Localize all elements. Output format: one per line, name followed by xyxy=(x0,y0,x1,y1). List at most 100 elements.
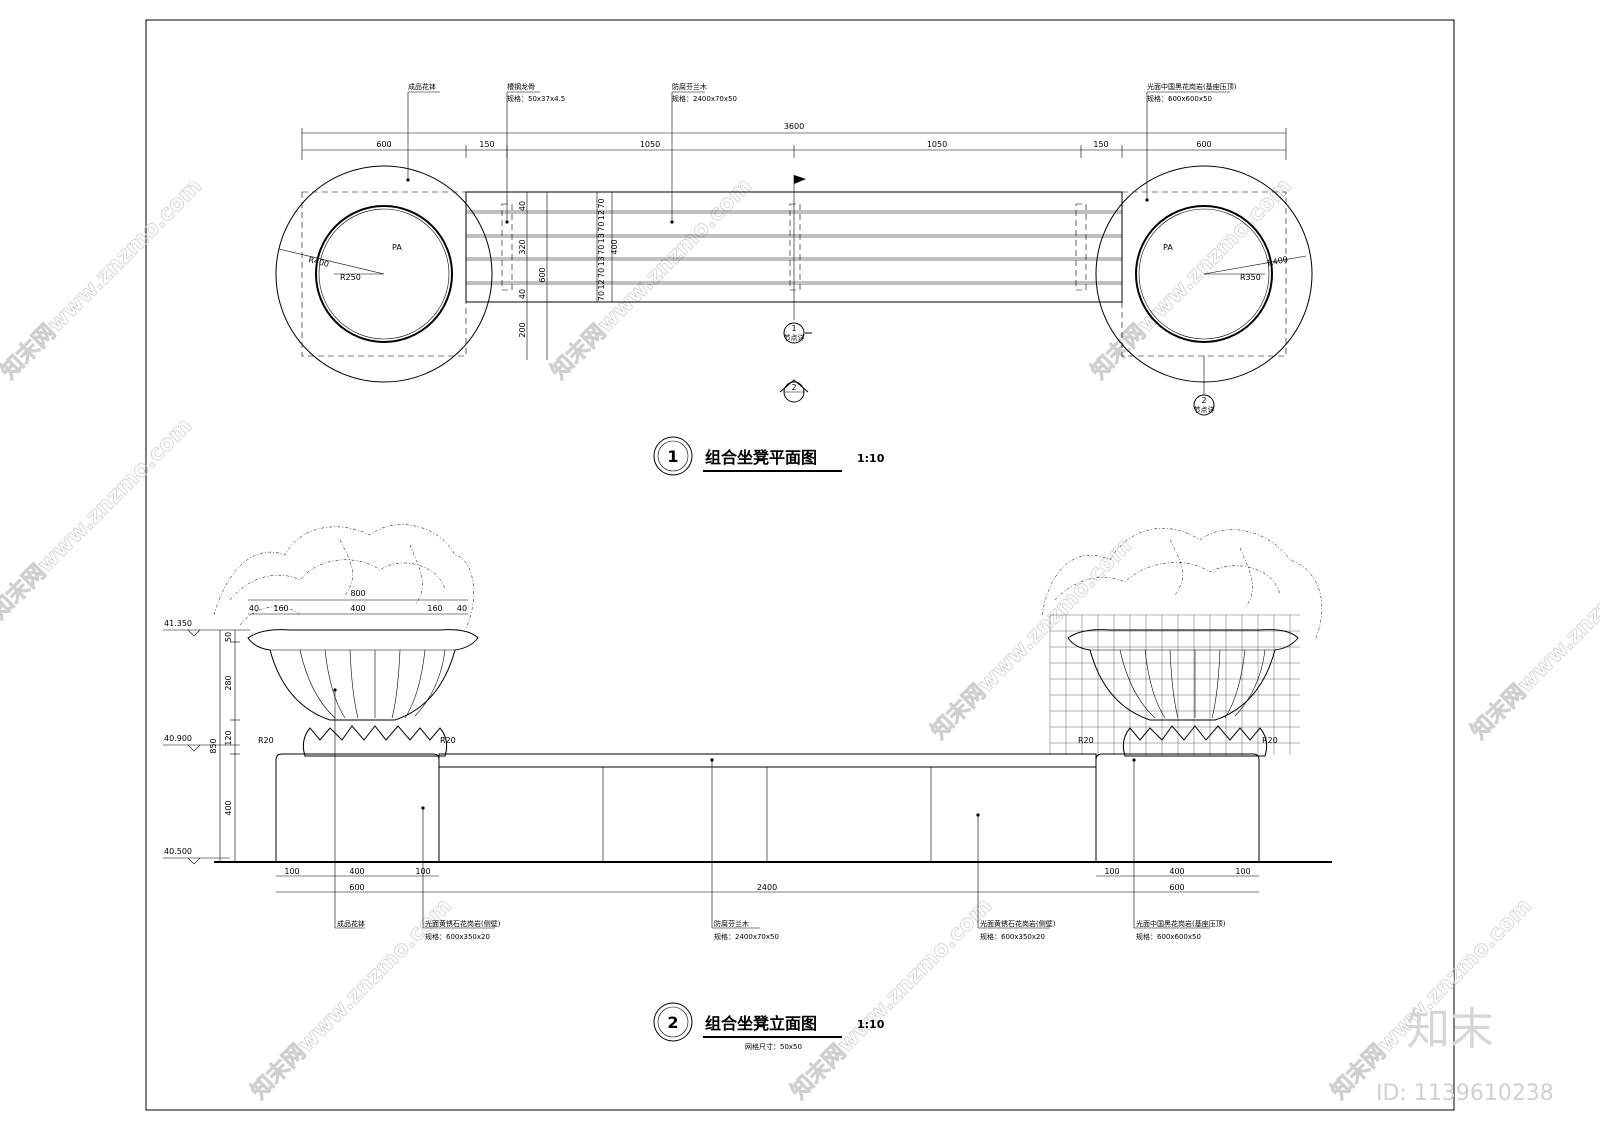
section-marker-1-num: 1 xyxy=(791,324,796,333)
dim-plan-2: 1050 xyxy=(640,140,660,149)
dim-v-2: 40 xyxy=(518,289,527,299)
elev-note-2-spec: 规格：2400x70x50 xyxy=(714,932,779,941)
brand-id: ID: 1139610238 xyxy=(1376,1081,1554,1106)
elev-note-3: 光面黄锈石花岗岩(侧壁) xyxy=(980,919,1056,928)
elev-note-1: 光面黄锈石花岗岩(侧壁) xyxy=(425,919,501,928)
slat-dim: 70 xyxy=(597,268,606,278)
plan-note-1-spec: 规格：50x37x4.5 xyxy=(507,94,565,103)
level-0: 41.350 xyxy=(164,619,192,628)
watermark-text: 知末网www.znzmo.com xyxy=(926,533,1137,744)
svg-text:知末网www.znzmo.com: 知末网www.znzmo.com xyxy=(0,413,197,624)
dim-v-4: 600 xyxy=(538,267,547,282)
radius-right-outer: R400 xyxy=(1267,255,1289,268)
dim-pot-3: 400 xyxy=(350,604,365,613)
dim-h-2: 120 xyxy=(224,730,233,745)
radius-elev-1: R20 xyxy=(440,736,456,745)
section-marker-3-num: 2 xyxy=(1201,396,1206,405)
dim-plan-5: 600 xyxy=(1196,140,1211,149)
elev-note-2: 防腐芬兰木 xyxy=(714,919,749,928)
dim-h-1: 280 xyxy=(224,675,233,690)
foliage-left xyxy=(213,524,474,631)
dim-br-1: 400 xyxy=(1169,867,1184,876)
svg-text:知末网www.znzmo.com: 知末网www.znzmo.com xyxy=(1326,893,1537,1104)
dim-br-3: 600 xyxy=(1169,883,1184,892)
elevation-view: R20 R20 R20 R20 41.350 40.900 40.500 50 … xyxy=(163,524,1332,1051)
radius-elev-2: R20 xyxy=(1078,736,1094,745)
planter-right-inner xyxy=(1135,205,1273,343)
dim-plan-0: 600 xyxy=(376,140,391,149)
pa-left: PA xyxy=(392,243,402,252)
watermark-layer: 知末网www.znzmo.com 知末网www.znzmo.com 知末网www… xyxy=(0,173,1600,1105)
dim-bl-1: 400 xyxy=(349,867,364,876)
section-marker-3 xyxy=(1193,394,1215,416)
grid-note: 网格尺寸：50x50 xyxy=(745,1042,802,1051)
elev-note-1-spec: 规格：600x350x20 xyxy=(425,932,490,941)
plan-title-index: 1 xyxy=(667,447,678,466)
svg-text:知末网www.znzmo.com: 知末网www.znzmo.com xyxy=(786,893,997,1104)
plan-note-3-spec: 规格：600x600x50 xyxy=(1147,94,1212,103)
svg-text:知末网www.znzmo.com: 知末网www.znzmo.com xyxy=(1466,533,1600,744)
slat-dim: 12 xyxy=(597,279,606,289)
dim-br-0: 100 xyxy=(1104,867,1119,876)
planter-left-outer xyxy=(275,165,493,383)
elev-note-0: 成品花钵 xyxy=(337,919,365,928)
plan-note-2: 防腐芬兰木 xyxy=(672,82,707,91)
watermark-text: 知末网www.znzmo.com xyxy=(1326,893,1537,1104)
watermark-text: 知末网www.znzmo.com xyxy=(1466,533,1600,744)
elev-note-4: 光面中国黑花岗岩(基座压顶) xyxy=(1136,919,1226,928)
dim-pot-5: 40 xyxy=(457,604,467,613)
section-marker-2-num: 2 xyxy=(791,383,796,392)
sheet-frame xyxy=(145,19,1455,1111)
elev-note-3-spec: 规格：600x350x20 xyxy=(980,932,1045,941)
plan-scale: 1:10 xyxy=(857,452,885,465)
dim-pot-1: 40 xyxy=(249,604,259,613)
dim-h-0: 50 xyxy=(224,632,233,642)
dim-plan-3: 1050 xyxy=(927,140,947,149)
watermark-text: 知末网www.znzmo.com xyxy=(546,173,757,384)
bench-elevation xyxy=(438,753,1097,863)
slat-dim: 12 xyxy=(597,210,606,220)
foliage-right xyxy=(1041,528,1323,641)
radius-left-outer: R400 xyxy=(308,255,330,269)
dim-bl-3: 600 xyxy=(349,883,364,892)
plan-note-2-spec: 规格：2400x70x50 xyxy=(672,94,737,103)
section-marker-3-sub: 节点详 xyxy=(1194,405,1215,414)
elev-title-index: 2 xyxy=(667,1013,678,1032)
brand-logo: 知末 xyxy=(1406,1004,1494,1055)
slat-dim: 70 xyxy=(597,245,606,255)
plan-title-index-circle xyxy=(653,436,693,476)
plan-title: 组合坐凳平面图 xyxy=(705,448,817,467)
watermark-text: 知末网www.znzmo.com xyxy=(0,413,197,624)
watermark-text: 知末网www.znzmo.com xyxy=(786,893,997,1104)
dim-h-4: 850 xyxy=(209,738,218,753)
plan-note-3: 光面中国黑花岗岩(基座压顶) xyxy=(1147,82,1237,91)
elevation-grid xyxy=(1049,614,1300,755)
radius-left-inner: R250 xyxy=(340,273,361,282)
pot-right xyxy=(1067,629,1299,757)
dim-v-3: 200 xyxy=(518,322,527,337)
dim-br-2: 100 xyxy=(1235,867,1250,876)
dim-bench: 2400 xyxy=(757,883,777,892)
dim-v-5: 400 xyxy=(610,239,619,254)
section-marker-1 xyxy=(783,322,805,344)
watermark-text: 知末网www.znzmo.com xyxy=(0,173,207,384)
slat-dim: 13 xyxy=(597,256,606,266)
radius-right-inner: R350 xyxy=(1240,273,1261,282)
level-1: 40.900 xyxy=(164,734,192,743)
elev-note-4-spec: 规格：600x600x50 xyxy=(1136,932,1201,941)
elev-title-index-circle xyxy=(653,1002,693,1042)
plinth-left xyxy=(275,753,440,862)
dim-pot-2: 160 xyxy=(273,604,288,613)
svg-text:知末网www.znzmo.com: 知末网www.znzmo.com xyxy=(0,173,207,384)
svg-text:知末网www.znzmo.com: 知末网www.znzmo.com xyxy=(926,533,1137,744)
svg-text:知末网www.znzmo.com: 知末网www.znzmo.com xyxy=(1086,173,1297,384)
dim-h-3: 400 xyxy=(224,800,233,815)
pa-right: PA xyxy=(1163,243,1173,252)
dim-pot-4: 160 xyxy=(427,604,442,613)
dim-plan-1: 150 xyxy=(479,140,494,149)
plinth-right xyxy=(1095,753,1260,862)
slat-dim: 13 xyxy=(597,233,606,243)
watermark-text: 知末网www.znzmo.com xyxy=(1086,173,1297,384)
slat-dim: 70 xyxy=(597,291,606,301)
